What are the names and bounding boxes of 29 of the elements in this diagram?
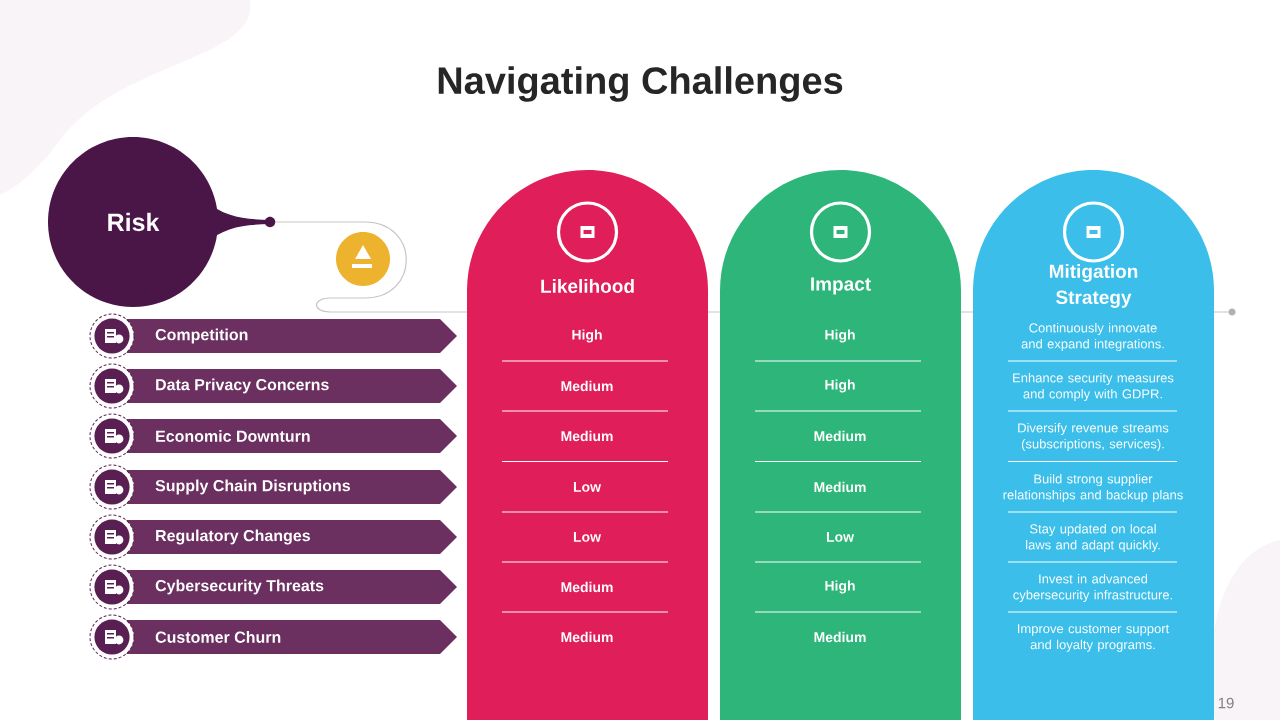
cell-text: Diversify revenue streams (subscriptions, services). — [1018, 422, 1169, 452]
risk-banner: Economic Downturn — [125, 419, 457, 453]
cell-text: High — [825, 379, 855, 393]
title: Navigating Challenges — [438, 66, 843, 102]
cell-text: High — [825, 580, 855, 594]
cell-text: Medium — [561, 581, 613, 593]
cell-text: Low — [573, 532, 602, 542]
cell-text: Enhance security measures and comply with GDPR. — [1013, 372, 1174, 402]
risk-banner: Data Privacy Concerns — [125, 369, 457, 403]
cell-text: Medium — [561, 430, 613, 442]
risk-banner: Customer Churn — [125, 620, 457, 654]
cell-text: Invest in advanced cybersecurity infrastructure. — [1013, 573, 1172, 603]
risk-banner: Supply Chain Disruptions — [125, 470, 457, 504]
risk-banner: Regulatory Changes — [125, 520, 457, 554]
cell-text: Build strong supplier relationships and backup plans — [1003, 473, 1183, 503]
cell-text: Stay updated on local laws and adapt quickly. — [1026, 523, 1160, 553]
cell-text: Improve customer support and loyalty programs. — [1018, 624, 1170, 652]
cell-text: Continuously innovate and expand integrations. — [1021, 322, 1164, 352]
cell-text: Medium — [814, 430, 866, 442]
cell-text: Medium — [561, 631, 613, 643]
risk-banner: Competition — [125, 319, 457, 353]
risk-banner: Cybersecurity Threats — [125, 570, 457, 604]
cell-text: High — [825, 329, 855, 343]
cell-text: Medium — [814, 631, 866, 643]
cell-text: Low — [826, 532, 855, 542]
cell-text: Medium — [561, 380, 613, 392]
cell-text: Medium — [814, 481, 866, 493]
cell-text: Low — [573, 482, 602, 492]
cell-text: High — [572, 329, 602, 343]
